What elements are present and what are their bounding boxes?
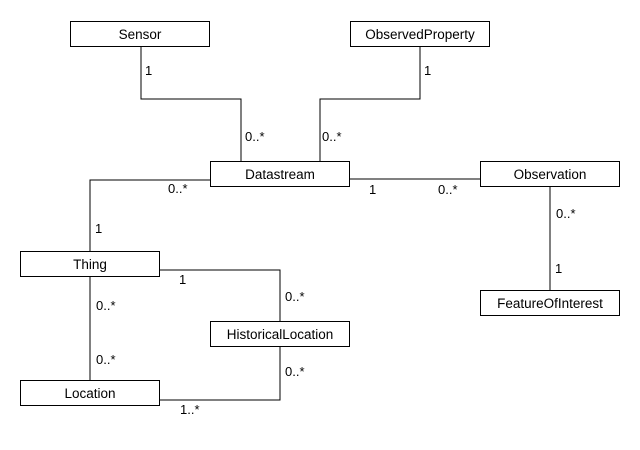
entity-thing: Thing (20, 251, 160, 277)
entity-location: Location (20, 380, 160, 406)
entity-observation: Observation (480, 161, 620, 187)
entity-observation-label: Observation (513, 166, 587, 182)
entity-datastream: Datastream (210, 161, 350, 187)
multiplicity-observation-end-of-foi: 0..* (556, 206, 576, 221)
entity-feature-of-interest-label: FeatureOfInterest (497, 295, 603, 311)
entity-datastream-label: Datastream (245, 166, 315, 182)
entity-location-label: Location (64, 385, 116, 401)
multiplicity-datastream-end-of-thing: 0..* (168, 181, 188, 196)
line-observedproperty-datastream (319, 47, 421, 161)
entity-sensor: Sensor (70, 21, 210, 47)
entity-historical-location-label: HistoricalLocation (226, 326, 334, 342)
line-thing-datastream (89, 179, 210, 251)
entity-sensor-label: Sensor (118, 26, 162, 42)
entity-observed-property: ObservedProperty (350, 21, 490, 47)
multiplicity-histlocation-end-of-location: 0..* (285, 364, 305, 379)
line-historicallocation-location (160, 347, 281, 401)
line-sensor-datastream (140, 47, 242, 161)
multiplicity-sensor-end: 1 (145, 63, 153, 78)
multiplicity-thing-end-of-histlocation: 1 (179, 272, 187, 287)
multiplicity-thing-end-of-location: 0..* (96, 298, 116, 313)
multiplicity-histlocation-end-of-thing: 0..* (285, 289, 305, 304)
multiplicity-datastream-end-of-obsproperty: 0..* (322, 129, 342, 144)
multiplicity-foi-end: 1 (555, 261, 563, 276)
multiplicity-thing-end-of-datastream: 1 (95, 221, 103, 236)
multiplicity-observation-end-of-datastream: 0..* (438, 182, 458, 197)
multiplicity-observedproperty-end: 1 (424, 63, 432, 78)
entity-feature-of-interest: FeatureOfInterest (480, 290, 620, 316)
multiplicity-datastream-end-of-observation: 1 (369, 182, 377, 197)
multiplicity-location-end-of-thing: 0..* (96, 352, 116, 367)
entity-observed-property-label: ObservedProperty (365, 26, 475, 42)
line-thing-historicallocation (160, 269, 281, 321)
entity-historical-location: HistoricalLocation (210, 321, 350, 347)
multiplicity-location-end-of-histlocation: 1..* (180, 402, 200, 417)
entity-thing-label: Thing (73, 256, 107, 272)
multiplicity-datastream-end-of-sensor: 0..* (245, 129, 265, 144)
